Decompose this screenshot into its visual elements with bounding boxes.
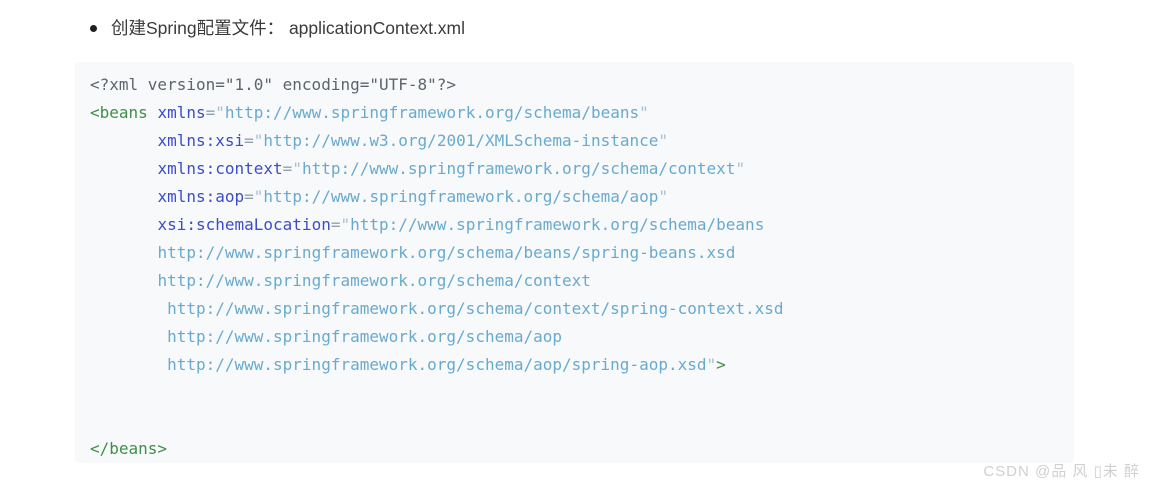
code-token-tag: </beans> — [90, 439, 168, 458]
code-token-quote: " — [658, 187, 669, 206]
code-token-plain — [90, 187, 157, 206]
code-token-tag: <beans — [90, 103, 148, 122]
list-item-text: 创建Spring配置文件： applicationContext.xml — [111, 18, 466, 38]
code-token-tag: > — [716, 355, 726, 374]
code-token-str: http://www.springframework.org/schema/ao… — [167, 355, 707, 374]
code-token-attr: xsi:schemaLocation — [157, 215, 331, 234]
code-line: <?xml version="1.0" encoding="UTF-8"?> — [90, 71, 1059, 99]
code-token-quote: " — [340, 215, 351, 234]
code-token-quote: " — [658, 131, 669, 150]
code-token-eq: = — [205, 103, 216, 122]
code-token-eq: = — [282, 159, 293, 178]
code-token-eq: = — [244, 187, 254, 206]
code-token-quote: " — [292, 159, 302, 178]
code-token-plain — [90, 243, 157, 262]
code-line: http://www.springframework.org/schema/ao… — [90, 351, 1059, 379]
code-line: xsi:schemaLocation="http://www.springfra… — [90, 211, 1059, 239]
code-token-str: http://www.springframework.org/schema/be… — [350, 215, 765, 234]
csdn-watermark: CSDN @品 风 ▯未 醉 — [983, 463, 1140, 480]
code-token-attr: xmlns:context — [157, 159, 283, 178]
code-line: http://www.springframework.org/schema/co… — [90, 295, 1059, 323]
code-token-str: http://www.springframework.org/schema/be… — [157, 243, 736, 262]
code-token-eq: = — [244, 131, 254, 150]
code-token-str: http://www.springframework.org/schema/co… — [157, 271, 591, 290]
code-token-eq: = — [330, 215, 341, 234]
code-line: xmlns:context="http://www.springframewor… — [90, 155, 1059, 183]
code-line: <beans xmlns="http://www.springframework… — [90, 99, 1059, 127]
code-token-quote: " — [253, 187, 264, 206]
code-token-plain — [90, 215, 157, 234]
code-token-quote: " — [215, 103, 225, 122]
code-token-plain — [90, 355, 167, 374]
code-token-str: http://www.springframework.org/schema/be… — [224, 103, 640, 122]
code-token-plain — [90, 131, 157, 150]
code-token-quote: " — [735, 159, 746, 178]
code-token-meta: <?xml version="1.0" encoding="UTF-8"?> — [90, 75, 457, 94]
code-token-str: http://www.springframework.org/schema/ao… — [167, 327, 563, 346]
code-token-attr: xmlns — [157, 103, 206, 122]
code-token-plain — [90, 327, 167, 346]
code-line — [90, 379, 1059, 407]
code-line — [90, 407, 1059, 435]
code-token-plain — [90, 299, 167, 318]
code-token-plain — [90, 159, 157, 178]
code-line: </beans> — [90, 435, 1059, 463]
code-token-attr: xmlns:xsi — [157, 131, 245, 150]
code-line: http://www.springframework.org/schema/ao… — [90, 323, 1059, 351]
code-token-attr: xmlns:aop — [157, 187, 245, 206]
code-block: <?xml version="1.0" encoding="UTF-8"?> <b… — [75, 62, 1074, 463]
code-token-quote: " — [706, 355, 717, 374]
code-token-str: http://www.springframework.org/schema/co… — [301, 159, 736, 178]
code-token-plain — [90, 271, 157, 290]
code-token-quote: " — [253, 131, 264, 150]
code-token-str: http://www.w3.org/2001/XMLSchema-instanc… — [263, 131, 659, 150]
code-token-str: http://www.springframework.org/schema/ao… — [263, 187, 659, 206]
code-line: http://www.springframework.org/schema/co… — [90, 267, 1059, 295]
code-token-str: http://www.springframework.org/schema/co… — [167, 299, 784, 318]
code-token-plain — [148, 103, 158, 122]
code-token-quote: " — [639, 103, 649, 122]
list-item: 创建Spring配置文件： applicationContext.xml — [90, 15, 465, 41]
bullet-icon — [90, 24, 97, 32]
code-line: xmlns:xsi="http://www.w3.org/2001/XMLSch… — [90, 127, 1059, 155]
code-line: http://www.springframework.org/schema/be… — [90, 239, 1059, 267]
code-line: xmlns:aop="http://www.springframework.or… — [90, 183, 1059, 211]
